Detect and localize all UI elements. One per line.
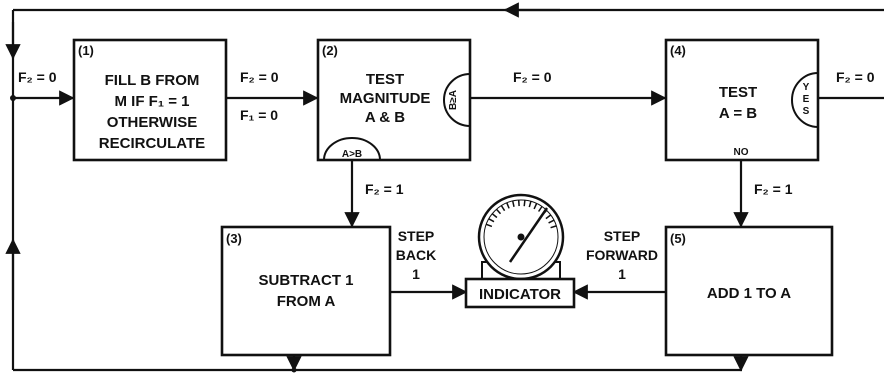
- block-3: [222, 227, 390, 355]
- label-loop-in: F₂ = 0: [18, 69, 57, 85]
- b1-line-1: FILL B FROM: [105, 72, 200, 89]
- b1-line-4: RECIRCULATE: [99, 135, 205, 152]
- b4-yes-letter-s: S: [803, 106, 810, 117]
- b2-line-3: A & B: [365, 109, 405, 126]
- b2-line-1: TEST: [366, 71, 404, 88]
- b2-right-output-label: B≥A: [448, 90, 459, 110]
- b1-line-3: OTHERWISE: [107, 114, 198, 131]
- b1-line-2: M IF F₁ = 1: [115, 93, 190, 110]
- b4-yes-letter-y: Y: [803, 82, 810, 93]
- b4-no-label: NO: [734, 147, 749, 158]
- b5-number: (5): [670, 231, 686, 246]
- gauge-icon: [479, 195, 563, 282]
- junction-dot-left: [10, 95, 16, 101]
- b2-line-2: MAGNITUDE: [340, 90, 431, 107]
- label-step-forward-2: FORWARD: [586, 247, 658, 263]
- b4-line-2: A = B: [719, 105, 757, 122]
- label-step-forward-3: 1: [618, 266, 626, 282]
- label-b4-yes-out: F₂ = 0: [836, 69, 875, 85]
- label-step-back-1: STEP: [398, 228, 435, 244]
- b4-line-1: TEST: [719, 84, 757, 101]
- b1-number: (1): [78, 43, 94, 58]
- junction-dot-bottom: [292, 368, 297, 373]
- label-b2-to-b3: F₂ = 1: [365, 181, 404, 197]
- label-b2-to-b4: F₂ = 0: [513, 69, 552, 85]
- b4-number: (4): [670, 43, 686, 58]
- b2-bottom-output-label: A>B: [342, 149, 362, 160]
- indicator-label: INDICATOR: [479, 286, 561, 303]
- label-b1-out-bottom: F₁ = 0: [240, 107, 278, 123]
- label-step-back-2: BACK: [396, 247, 436, 263]
- b3-line-2: FROM A: [277, 293, 336, 310]
- label-step-forward-1: STEP: [604, 228, 641, 244]
- b2-number: (2): [322, 43, 338, 58]
- label-b1-out-top: F₂ = 0: [240, 69, 279, 85]
- b3-line-1: SUBTRACT 1: [258, 272, 353, 289]
- b3-number: (3): [226, 231, 242, 246]
- label-step-back-3: 1: [412, 266, 420, 282]
- b5-line-1: ADD 1 TO A: [707, 285, 791, 302]
- b4-yes-letter-e: E: [803, 94, 810, 105]
- label-b4-to-b5: F₂ = 1: [754, 181, 793, 197]
- gauge-tick: [524, 200, 525, 206]
